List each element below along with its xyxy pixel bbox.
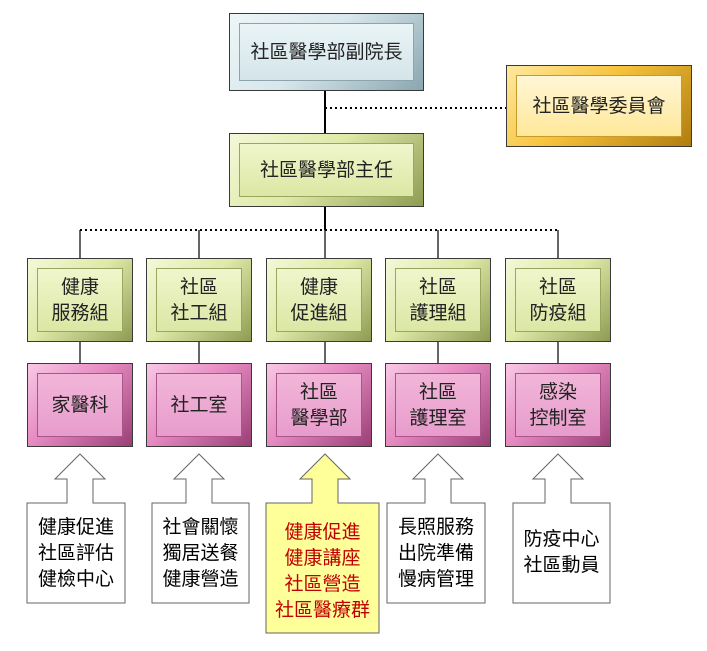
- director-box: 社區醫學部主任: [229, 133, 424, 207]
- committee-label: 社區醫學委員會: [532, 95, 666, 117]
- service-list: 社會關懷 獨居送餐 健康營造: [162, 516, 239, 590]
- unit-label: 社區 護理室: [409, 381, 467, 429]
- service-arrow-3: [265, 453, 380, 634]
- service-arrow-5: [512, 453, 611, 604]
- director-label: 社區醫學部主任: [259, 159, 393, 181]
- group-label: 社區 社工組: [170, 276, 228, 324]
- service-arrow-2: [151, 453, 250, 604]
- service-arrow-4: [386, 453, 486, 604]
- group-box: 社區 護理組: [385, 258, 491, 342]
- unit-box: 社工室: [146, 363, 252, 447]
- unit-box: 社區 護理室: [385, 363, 491, 447]
- unit-label: 感染 控制室: [529, 381, 587, 429]
- service-list: 防疫中心 社區動員: [523, 528, 600, 576]
- group-box: 社區 防疫組: [505, 258, 611, 342]
- vice-dean-label: 社區醫學部副院長: [250, 41, 403, 63]
- unit-box: 家醫科: [27, 363, 133, 447]
- group-label: 健康 服務組: [51, 276, 109, 324]
- service-list: 健康促進 社區評估 健檢中心: [37, 516, 114, 590]
- group-label: 健康 促進組: [290, 276, 348, 324]
- unit-box: 社區 醫學部: [266, 363, 372, 447]
- group-box: 社區 社工組: [146, 258, 252, 342]
- unit-label: 社區 醫學部: [290, 381, 348, 429]
- group-label: 社區 防疫組: [529, 276, 587, 324]
- vice-dean-box: 社區醫學部副院長: [229, 13, 424, 91]
- group-label: 社區 護理組: [409, 276, 467, 324]
- unit-label: 社工室: [170, 394, 228, 416]
- group-box: 健康 促進組: [266, 258, 372, 342]
- service-arrow-1: [26, 453, 126, 604]
- unit-box: 感染 控制室: [505, 363, 611, 447]
- service-list: 長照服務 出院準備 慢病管理: [397, 516, 474, 590]
- service-list-highlight: 健康促進 健康講座 社區營造 社區醫療群: [274, 521, 370, 621]
- unit-label: 家醫科: [51, 394, 109, 416]
- group-box: 健康 服務組: [27, 258, 133, 342]
- committee-box: 社區醫學委員會: [506, 65, 692, 147]
